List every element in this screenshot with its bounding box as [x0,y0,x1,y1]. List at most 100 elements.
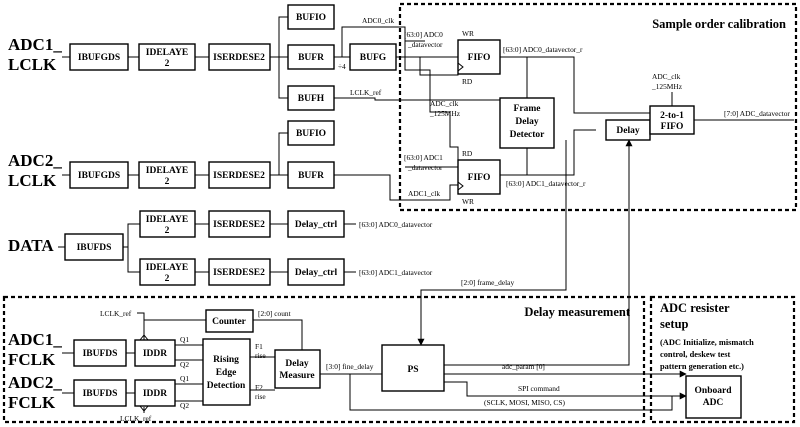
signal-f2-rise-line1: F2 [255,383,263,392]
signal-rd-1: RD [462,77,473,86]
signal-wr-2: WR [462,197,474,206]
signal-adc0-datavector-out: [63:0] ADC0_datavector [359,220,433,229]
frame-delay-detector-label-line2: Delay [515,117,538,127]
iserdese2-1-label: ISERDESE2 [213,53,265,63]
onboard-adc-label-line2: ADC [703,398,724,408]
signal-lclk-ref: LCLK_ref [350,88,382,97]
idelaye2-3-label-line2: 2 [165,226,170,236]
signal-div4: ÷4 [338,62,346,71]
iserdese2-2-block [208,161,271,189]
rising-edge-label-line2: Edge [216,368,237,378]
signal-adc1-datavector-out: [63:0] ADC1_datavector [359,268,433,277]
rising-edge-label-line1: Rising [213,355,239,365]
iserdese2-2-label: ISERDESE2 [213,171,265,181]
signal-adc-clk-125-top-line1: ADC_clk [652,72,681,81]
fifo-2to1-label-line1: 2-to-1 [660,111,684,121]
iserdese2-1-block [208,43,271,71]
signal-q2-top: Q2 [180,360,189,369]
iddr-2-clock-marker [138,405,150,412]
iserdese2-4-label: ISERDESE2 [213,268,265,278]
bufio-1-label: BUFIO [296,13,326,23]
bufio-1-block [287,4,335,30]
delay-ctrl-1-label: Delay_ctrl [295,220,338,230]
idelaye2-4-label-line2: 2 [165,274,170,284]
input-label-adc2-fclk-line2: FCLK [8,393,56,412]
idelaye2-2-label-line2: 2 [165,177,170,187]
signal-frame-delay: [2:0] frame_delay [461,278,514,287]
fifo-1-label: FIFO [468,53,491,63]
input-label-adc2-lclk-line2: LCLK [8,171,57,190]
idelaye2-4-block [139,258,196,286]
fifo-2-clock-marker [457,180,464,192]
calibration-region [398,2,798,212]
bufr-2-label: BUFR [298,171,324,181]
bufr-1-label: BUFR [298,53,324,63]
bufh-label: BUFH [298,94,325,104]
bufh-block [287,85,335,111]
adc-setup-title-line1: ADC resister [660,301,730,315]
signal-adc1-datavector-r: [63:0] ADC1_datavector_r [506,179,586,188]
rising-edge-detection-block [202,338,251,406]
onboard-adc-label-line1: Onboard [695,386,733,396]
signal-adc-clk-125-mid-line2: _125MHz [429,109,461,118]
spi-command-wire [444,381,687,400]
delay-measure-label-line2: Measure [279,371,314,381]
delay-measure-label-line1: Delay [285,359,308,369]
iserdese2-4-block [208,258,271,286]
bufr-1-block [287,44,335,70]
spi-return-wire [349,374,673,411]
signal-spi-command-line1: SPI command [518,384,560,393]
frame-delay-detector-label-line3: Detector [510,130,546,140]
ibufgds-1-label: IBUFGDS [78,53,120,63]
signal-adc-param: adc_param [0] [502,362,545,371]
signal-adc0-datavector-in-line2: _datavector [407,40,443,49]
ibufgds-1-block [69,43,129,71]
data-row-wires [58,223,356,273]
adc-setup-region [649,295,796,424]
ibufds-f1-label: IBUFDS [83,349,118,359]
signal-adc-clk-125-mid-line1: ADC_clk [430,99,459,108]
signal-q1-bottom: Q1 [180,374,189,383]
calibration-region-title: Sample order calibration [652,17,786,31]
ibufds-f1-block [73,339,127,367]
ibufgds-2-block [69,161,129,189]
ps-to-delay-wire [444,139,633,366]
bufg-label: BUFG [360,53,387,63]
signal-f1-rise-line2: rise [255,351,266,360]
ibufds-f2-block [73,379,127,407]
signal-f1-rise-line1: F1 [255,342,263,351]
idelaye2-2-block [138,161,196,189]
signal-adc1-clk: ADC1_clk [408,189,440,198]
fifo-2to1-block [649,105,695,135]
ps-label: PS [407,365,418,375]
signal-adc0-datavector-in-line1: [63:0] ADC0 [404,30,443,39]
idelaye2-2-label-line1: IDELAYE [146,166,188,176]
idelaye2-3-block [139,210,196,238]
iserdese2-3-label: ISERDESE2 [213,220,265,230]
input-label-adc1-fclk-line2: FCLK [8,350,56,369]
adc-setup-note-line2: control, deskew test [660,350,731,359]
signal-rd-2: RD [462,149,473,158]
bufr-2-block [287,161,335,189]
ibufds-data-label: IBUFDS [77,243,112,253]
iddr-2-block [134,379,176,407]
adc-setup-note-line1: (ADC Initialize, mismatch [660,338,754,347]
signal-adc-clk-125-top-line2: _125MHz [651,82,683,91]
adc-setup-title-line2: setup [660,317,689,331]
delay-measurement-region-title: Delay measurement [524,305,630,319]
bufio-2-label: BUFIO [296,129,326,139]
adc2-lclk-wires [62,132,458,201]
signal-f2-rise-line2: rise [255,392,266,401]
ibufgds-2-label: IBUFGDS [78,171,120,181]
onboard-adc-block [685,375,742,419]
fifo-2-block [457,159,501,195]
signal-spi-command-line2: (SCLK, MOSI, MISO, CS) [484,398,565,407]
delay-measurement-region [2,295,646,424]
delay-ctrl-1-block [287,210,345,238]
input-label-adc1-lclk-line2: LCLK [8,55,57,74]
ps-block [381,344,445,392]
idelaye2-1-label-line2: 2 [165,59,170,69]
bufio-2-block [287,120,335,146]
signal-adc-datavector-out: [7:0] ADC_datavector [724,109,790,118]
delay-label: Delay [616,126,639,136]
